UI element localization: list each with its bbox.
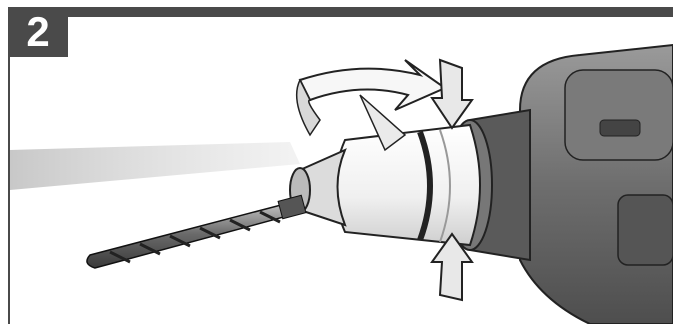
light-beam-icon bbox=[10, 142, 300, 190]
drill-bit-icon bbox=[87, 195, 306, 268]
drill-body bbox=[520, 45, 673, 324]
press-arrow-top-icon bbox=[432, 60, 472, 128]
